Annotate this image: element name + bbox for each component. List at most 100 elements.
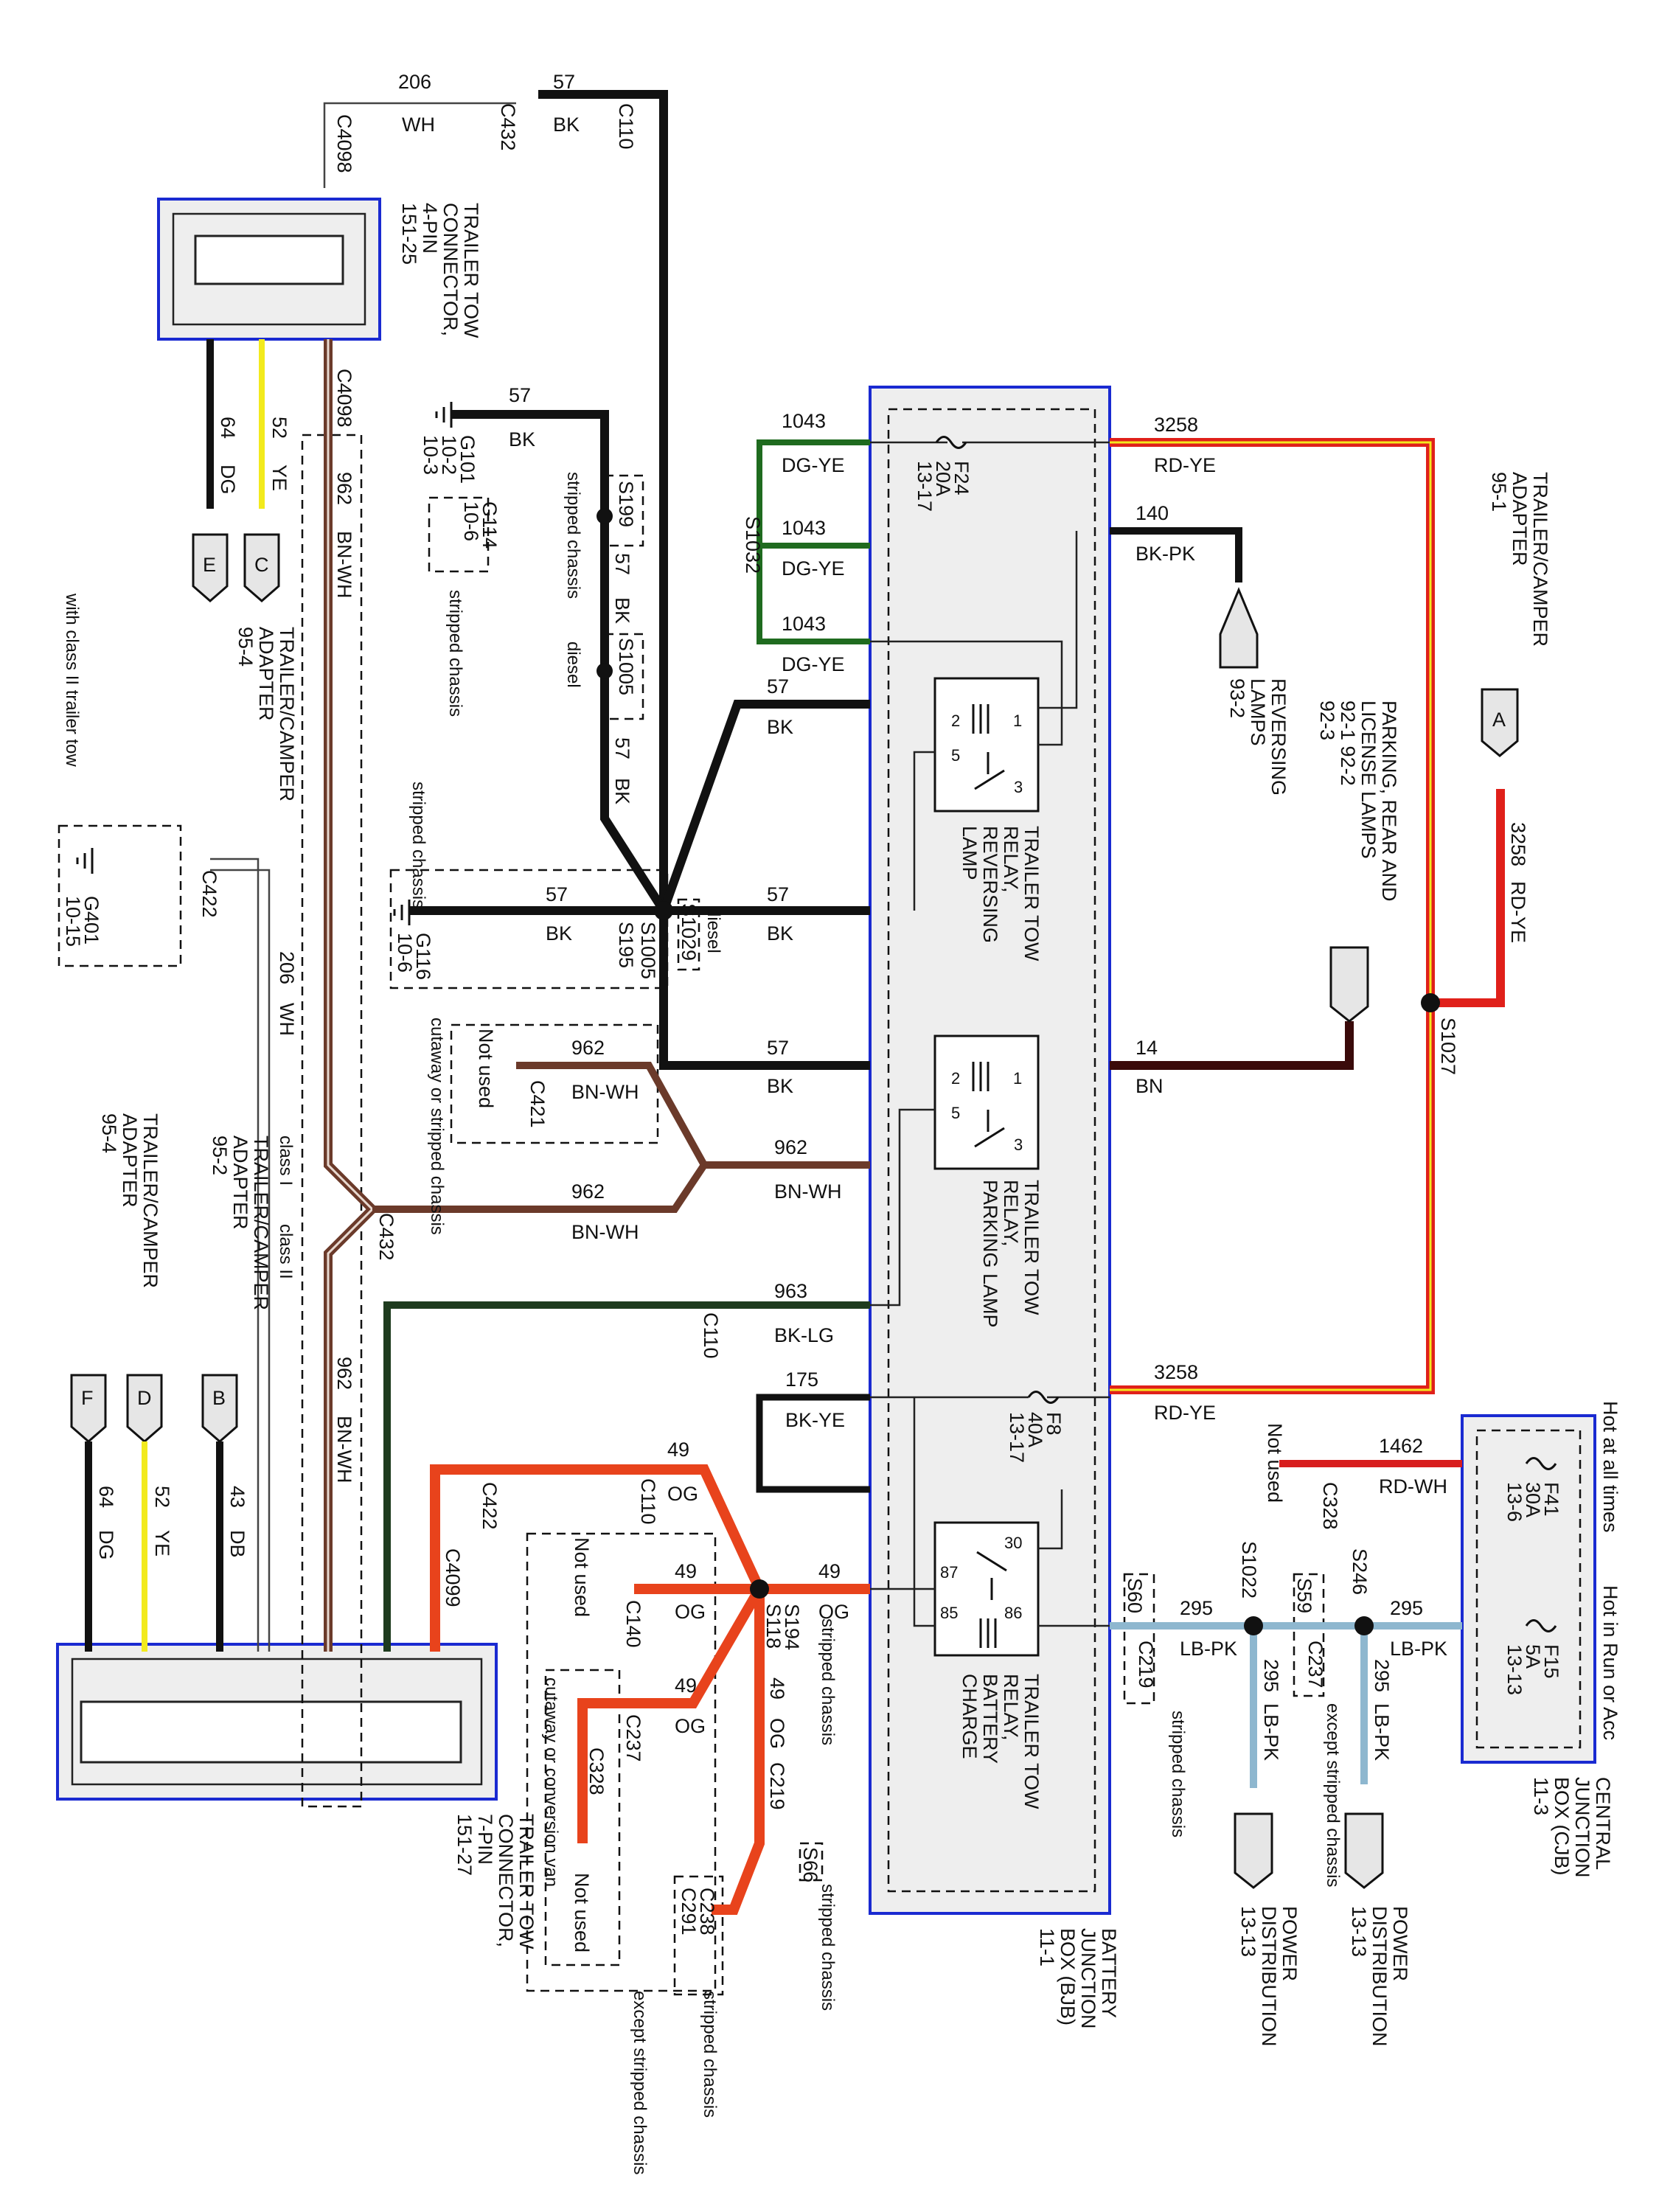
note-cutaway-van: cutaway or conversion van xyxy=(541,1677,561,1887)
relay-park-0: TRAILER TOW xyxy=(1020,1180,1043,1315)
fuse-f24-1: 20A xyxy=(932,461,954,496)
flag-e-label: E xyxy=(203,554,216,576)
ground-g101-2: 10-3 xyxy=(420,435,442,475)
reversing-lamps-0: REVERSING xyxy=(1267,678,1290,796)
power-dist-1-1: DISTRIBUTION xyxy=(1258,1906,1280,2047)
with-class-ii: with class II trailer tow xyxy=(62,593,82,767)
adapter-954-bottom-0: TRAILER/CAMPER xyxy=(139,1113,161,1288)
flag-c-label: C xyxy=(254,554,269,576)
label-206-vert: 206 xyxy=(276,951,298,984)
label-dgye-a: DG-YE xyxy=(782,454,845,476)
conn-c4099: C4099 xyxy=(442,1548,464,1607)
svg-text:3: 3 xyxy=(1014,1135,1023,1154)
label-ye-top: YE xyxy=(268,465,291,491)
splice-s66: S66 xyxy=(799,1847,821,1882)
relay-bat-1: RELAY, xyxy=(1000,1674,1022,1741)
splice-box-s291 xyxy=(673,1875,724,1996)
splice-s194: S194 xyxy=(781,1604,803,1650)
power-dist-2-2: 13-13 xyxy=(1348,1906,1370,1957)
splice-box-s59 xyxy=(1293,1573,1325,1697)
conn-c110-top: C110 xyxy=(615,103,637,150)
flag-a-label: A xyxy=(1492,709,1506,731)
label-57-g101: 57 xyxy=(509,384,531,406)
label-1462: 1462 xyxy=(1379,1435,1423,1457)
label-3258-top: 3258 xyxy=(1154,414,1198,436)
conn-c291: C291 xyxy=(678,1888,700,1935)
label-57-lower: 57 xyxy=(767,1037,789,1059)
fuse-f41-1: 30A xyxy=(1522,1482,1544,1517)
note-except-stripped-c237: except stripped chassis xyxy=(1323,1703,1343,1887)
bjb-3: 11-1 xyxy=(1036,1928,1058,1966)
wire-175-bkye xyxy=(756,1394,870,1493)
splice-s118: S118 xyxy=(762,1604,785,1649)
cjb-3: 11-3 xyxy=(1530,1777,1552,1815)
label-bkye: BK-YE xyxy=(785,1409,845,1431)
adapter-951-0: TRAILER/CAMPER xyxy=(1529,472,1551,647)
adapter-952-0: TRAILER/CAMPER xyxy=(250,1135,272,1310)
power-distribution-connector-2 xyxy=(1344,1812,1384,1889)
wire-295-lbpk xyxy=(1110,1622,1462,1788)
cutaway-van-box xyxy=(544,1669,621,1966)
adapter-954-bottom-2: 95-4 xyxy=(98,1113,120,1153)
label-43-bottom: 43 xyxy=(226,1486,248,1508)
tow-4pin-2: 4-PIN xyxy=(419,203,441,254)
label-175: 175 xyxy=(785,1368,818,1391)
svg-text:1: 1 xyxy=(1013,1069,1022,1088)
wire-1043-dgye xyxy=(757,439,870,644)
svg-text:85: 85 xyxy=(940,1604,958,1622)
label-bnwh-vert: BN-WH xyxy=(333,531,355,598)
splice-s1032: S1032 xyxy=(742,516,764,574)
adapter-952-1: ADAPTER xyxy=(229,1135,251,1230)
label-1043-b: 1043 xyxy=(782,517,826,539)
adapter-952-2: 95-2 xyxy=(209,1135,231,1175)
splice-box-s60 xyxy=(1123,1573,1155,1705)
parking-lamps-connector xyxy=(1329,946,1369,1023)
label-52-bottom: 52 xyxy=(151,1486,173,1508)
reversing-lamps-connector xyxy=(1219,587,1259,669)
wire-962-to-c110 xyxy=(372,1161,870,1213)
label-og-bjb: OG xyxy=(818,1601,849,1623)
wire-57-bk xyxy=(409,90,870,1070)
note-cutaway: cutaway or stripped chassis xyxy=(427,1018,447,1235)
label-962-vert: 962 xyxy=(333,472,355,505)
conn-c219: C219 xyxy=(766,1762,788,1810)
note-diesel-a: diesel xyxy=(563,641,583,688)
tow-7pin-1: CONNECTOR, xyxy=(495,1814,517,1947)
flag-d xyxy=(126,1374,163,1443)
not-used-c328: Not used xyxy=(571,1873,593,1952)
tow-4pin-3: 151-25 xyxy=(398,203,420,265)
power-dist-1-0: POWER xyxy=(1279,1906,1301,1981)
label-962-c110: 962 xyxy=(774,1136,807,1158)
fuse-symbols xyxy=(935,436,1557,1632)
label-1043-c: 1043 xyxy=(782,613,826,635)
relay-reversing-lamp xyxy=(933,677,1040,813)
label-bk-g116: BK xyxy=(546,922,572,945)
bjb-0: BATTERY xyxy=(1098,1928,1120,2018)
parking-lamps-1: LICENSE LAMPS xyxy=(1357,700,1380,859)
tow-7pin-3: 151-27 xyxy=(453,1814,476,1876)
conn-c421: C421 xyxy=(526,1080,549,1128)
label-57-top: 57 xyxy=(553,71,575,93)
svg-text:5: 5 xyxy=(951,1104,960,1122)
conn-c4098-mid: C4098 xyxy=(333,369,355,428)
label-49-c110: 49 xyxy=(667,1439,689,1461)
ground-g401-1: 10-15 xyxy=(62,896,84,947)
label-bnwh-c421: BN-WH xyxy=(571,1081,639,1103)
conn-c110-mid: C110 xyxy=(700,1312,722,1359)
label-14: 14 xyxy=(1135,1037,1158,1059)
conn-c140: C140 xyxy=(622,1600,644,1648)
label-bnwh-c432: BN-WH xyxy=(571,1221,639,1243)
fuse-f8-0: F8 xyxy=(1043,1412,1065,1436)
label-963: 963 xyxy=(774,1280,807,1302)
flag-e xyxy=(192,533,229,602)
svg-text:2: 2 xyxy=(951,712,960,730)
label-49-bjb: 49 xyxy=(818,1560,841,1582)
note-stripped-chassis-s194: stripped chassis xyxy=(818,1618,838,1745)
note-diesel-b: diesel xyxy=(703,907,723,953)
svg-text:87: 87 xyxy=(940,1563,958,1582)
tow-connector-4pin-inner xyxy=(172,212,366,326)
relay-parking-lamp xyxy=(933,1034,1040,1170)
wire-962-to-c421 xyxy=(516,1062,708,1167)
adapter-951-2: 95-1 xyxy=(1488,472,1510,512)
conn-c219-right: C219 xyxy=(1135,1641,1157,1688)
